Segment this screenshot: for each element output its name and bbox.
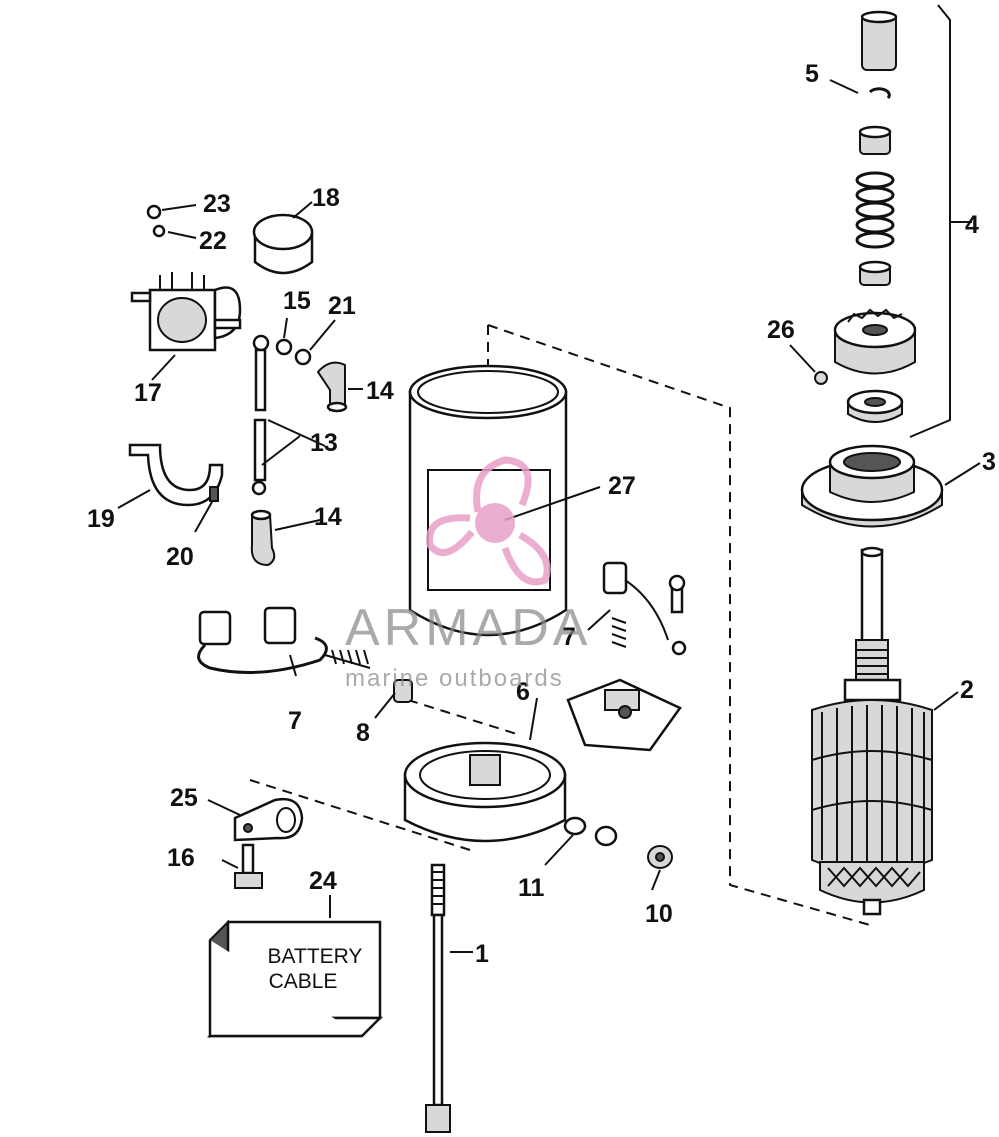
terminal-cap — [252, 213, 314, 275]
callout-15: 15 — [283, 287, 311, 315]
through-bolt-1 — [425, 863, 451, 1133]
cable-clip-25 — [233, 797, 304, 842]
callout-8: 8 — [356, 719, 370, 747]
propeller-icon — [426, 456, 551, 586]
screw-20 — [209, 486, 219, 502]
drive-pinion-gear — [833, 308, 917, 375]
drive-end-cap — [800, 444, 944, 528]
callout-1: 1 — [475, 940, 489, 968]
battery-cable-13 — [251, 334, 270, 496]
box-line-1: BATTERY — [268, 945, 363, 968]
callout-13: 13 — [310, 429, 338, 457]
washer-15 — [275, 338, 293, 356]
bracket-4 — [909, 4, 951, 438]
callout-7-left: 7 — [288, 707, 302, 735]
small-ball — [814, 371, 828, 385]
callout-5: 5 — [805, 60, 819, 88]
callout-4: 4 — [965, 211, 979, 239]
stop-nut — [846, 389, 904, 423]
callout-20: 20 — [166, 543, 194, 571]
brush-set-left — [197, 606, 371, 674]
callout-19: 19 — [87, 505, 115, 533]
washer-11 — [563, 816, 587, 836]
callout-17: 17 — [134, 379, 162, 407]
drive-spring — [855, 171, 895, 249]
callout-24: 24 — [309, 867, 337, 895]
box-line-2: CABLE — [269, 970, 338, 993]
drive-cap — [860, 10, 898, 71]
callout-21: 21 — [328, 292, 356, 320]
callout-6: 6 — [516, 678, 530, 706]
boot-14-lower — [250, 509, 276, 567]
nut-21 — [294, 348, 312, 366]
callout-14-upper: 14 — [366, 377, 394, 405]
insulator-8 — [393, 679, 413, 703]
callout-3: 3 — [982, 448, 996, 476]
callout-26: 26 — [767, 316, 795, 344]
cable-clamp-19 — [128, 443, 224, 507]
leader-lines — [117, 79, 981, 953]
callout-10: 10 — [645, 900, 673, 928]
brush-set-right — [602, 561, 687, 656]
battery-cable-box: BATTERY CABLE — [206, 919, 384, 1039]
bolt-16 — [234, 843, 263, 889]
callout-18: 18 — [312, 184, 340, 212]
callout-7-right: 7 — [562, 623, 576, 651]
spring-cup — [858, 260, 892, 286]
callout-25: 25 — [170, 784, 198, 812]
retaining-ring — [868, 87, 891, 100]
assembly-dashed-outline — [249, 324, 871, 926]
watermark-logo: ARMADA marine outboards — [345, 456, 591, 692]
drive-collar — [858, 125, 892, 155]
callout-labels: 1 2 3 4 5 6 7 7 8 10 11 13 14 14 15 16 1… — [87, 60, 996, 968]
field-frame-housing — [408, 364, 568, 637]
washer-11b — [594, 825, 618, 847]
solenoid — [130, 272, 242, 352]
boot-14-upper — [316, 361, 348, 413]
watermark-tagline: marine outboards — [345, 665, 564, 692]
watermark-brand: ARMADA — [345, 599, 591, 657]
brush-plate-6 — [566, 678, 682, 752]
washer-22 — [152, 224, 166, 238]
armature — [811, 546, 933, 916]
callout-22: 22 — [199, 227, 227, 255]
callout-14-lower: 14 — [314, 503, 342, 531]
callout-2: 2 — [960, 676, 974, 704]
callout-16: 16 — [167, 844, 195, 872]
callout-27: 27 — [608, 472, 636, 500]
callout-23: 23 — [203, 190, 231, 218]
commutator-end-frame — [403, 741, 567, 843]
nut-10 — [647, 845, 673, 869]
callout-11: 11 — [518, 874, 545, 902]
nut-23 — [146, 204, 162, 220]
